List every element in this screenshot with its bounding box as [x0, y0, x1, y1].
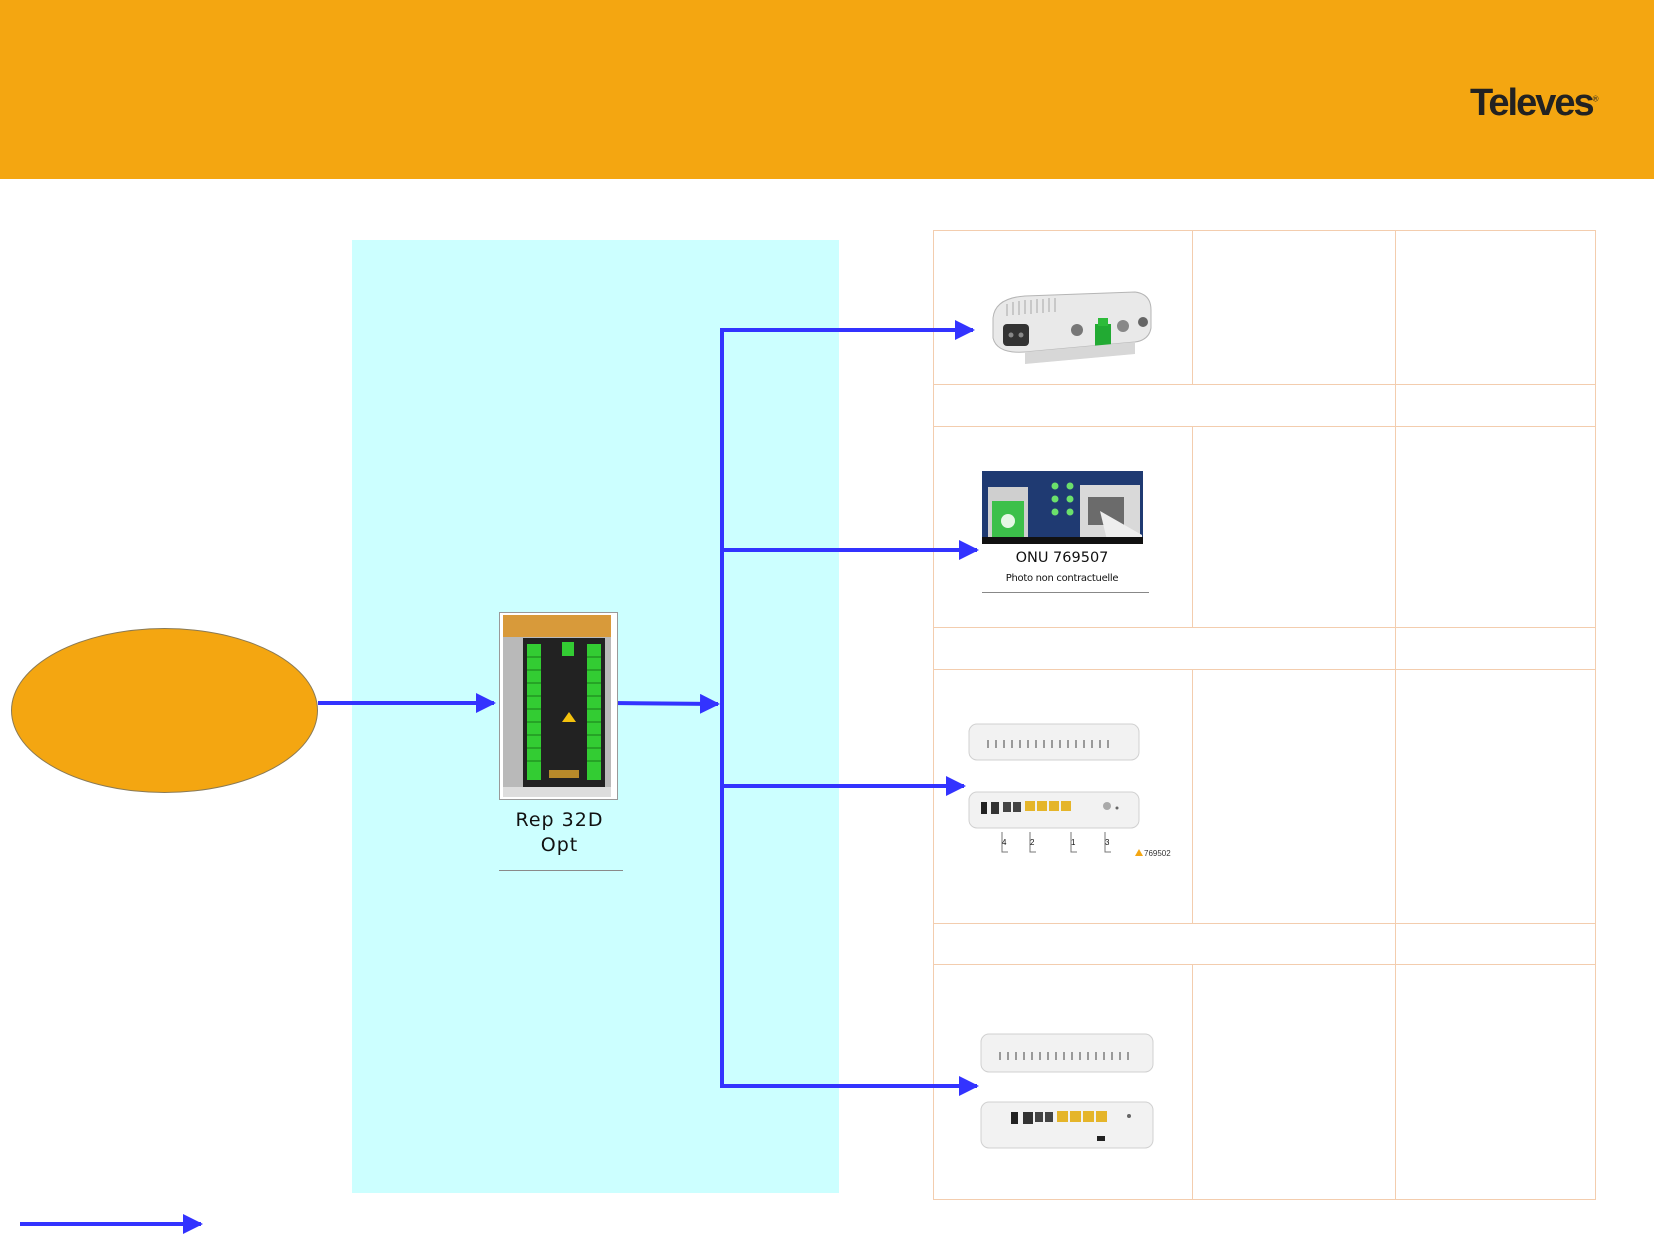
table-column-divider-1: [1192, 426, 1193, 627]
port-number-4: 4: [1002, 838, 1007, 847]
table-column-divider-2: [1395, 230, 1396, 1199]
router-769502-port-callouts: [1001, 832, 1111, 853]
port-number-1: 1: [1071, 838, 1076, 847]
onu-underline: [982, 592, 1149, 593]
table-column-divider-1: [1192, 964, 1193, 1199]
router-b-back: [980, 1101, 1154, 1149]
repeater-label: Rep 32D Opt: [515, 809, 604, 856]
table-row-divider: [933, 426, 1596, 427]
table-row-divider: [933, 923, 1596, 924]
product-code-label: 769502: [1144, 849, 1171, 858]
table-column-divider-1: [1192, 230, 1193, 384]
repeater-device: [499, 612, 618, 800]
router-b-front: [980, 1033, 1154, 1073]
port-number-2: 2: [1030, 838, 1035, 847]
table-row-divider: [933, 384, 1596, 385]
onu-label: ONU 769507: [1015, 550, 1109, 566]
onu-disclaimer: Photo non contractuelle: [1005, 573, 1119, 584]
table-border-right: [1595, 230, 1596, 1199]
router-769502-front: [968, 723, 1140, 761]
onu-device: [982, 471, 1143, 544]
warning-triangle-icon: [1135, 849, 1143, 856]
port-number-3: 3: [1105, 838, 1110, 847]
source-node: [11, 628, 318, 793]
table-column-divider-1: [1192, 669, 1193, 923]
table-row-divider: [933, 669, 1596, 670]
table-border-bottom: [933, 1199, 1596, 1200]
arrow-repeater-to-bus: [611, 693, 720, 714]
table-border-left: [933, 230, 934, 1199]
table-row-divider: [933, 964, 1596, 965]
table-row-divider: [933, 627, 1596, 628]
optical-receiver-device: [992, 291, 1152, 364]
table-border-top: [933, 230, 1596, 231]
repeater-underline: [499, 870, 623, 871]
televes-logo: Televes®: [1470, 82, 1599, 124]
header-banner: Televes®: [0, 0, 1654, 179]
router-769502-back: [968, 791, 1140, 829]
